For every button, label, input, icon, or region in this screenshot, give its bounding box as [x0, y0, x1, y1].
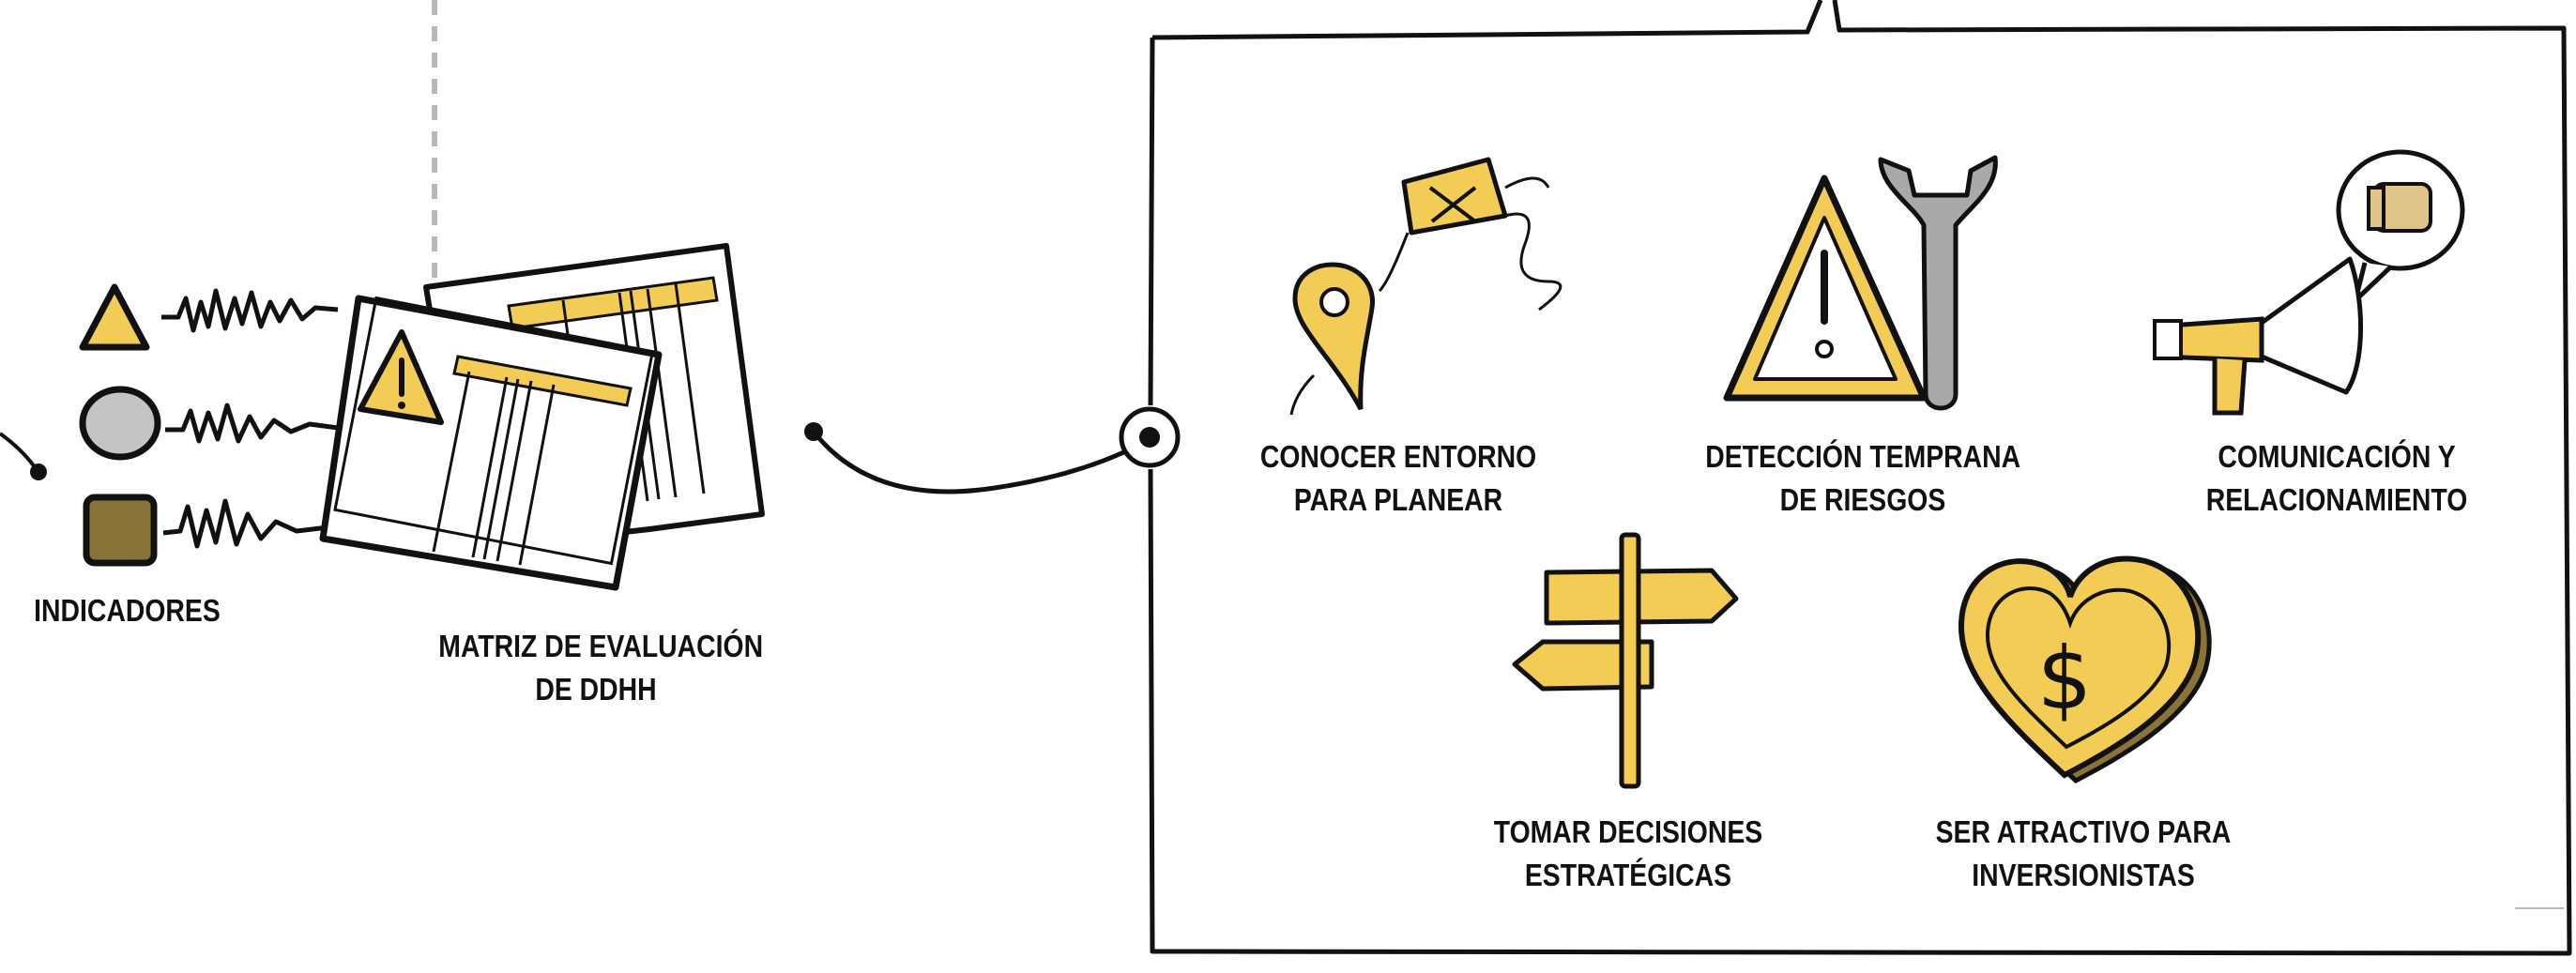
- left-connector-dot: [30, 464, 47, 480]
- connector-line: [812, 430, 1151, 494]
- benefit-label: TOMAR DECISIONES ESTRATÉGICAS: [1493, 814, 1763, 892]
- indicator-triangle-icon: [79, 283, 150, 351]
- indicators-label: INDICADORES: [34, 593, 221, 628]
- matrix-label: MATRIZ DE EVALUACIÓN DE DDHH: [438, 629, 764, 707]
- benefit-label: COMUNICACIÓN Y RELACIONAMIENTO: [2205, 439, 2468, 517]
- benefits-box: [1148, 0, 2572, 956]
- warning-wrench-icon: [1723, 155, 1998, 411]
- svg-text:$: $: [2037, 629, 2093, 729]
- megaphone-icon: [2153, 149, 2465, 416]
- kite-location-icon: [1289, 157, 1562, 416]
- indicator-circle-icon: [79, 386, 161, 461]
- signpost-icon: [1512, 532, 1739, 789]
- squiggle-line: [161, 288, 339, 333]
- left-connector: [0, 432, 39, 473]
- matrix-document-front: [319, 295, 663, 591]
- squiggle-line: [165, 403, 339, 444]
- benefit-label: DETECCIÓN TEMPRANA DE RIESGOS: [1705, 439, 2021, 517]
- squiggle-line: [162, 498, 329, 549]
- benefit-label: SER ATRACTIVO PARA INVERSIONISTAS: [1935, 814, 2232, 892]
- heart-coin-icon: $: [1958, 555, 2212, 784]
- indicator-square-icon: [83, 494, 158, 567]
- benefit-label: CONOCER ENTORNO PARA PLANEAR: [1259, 439, 1537, 517]
